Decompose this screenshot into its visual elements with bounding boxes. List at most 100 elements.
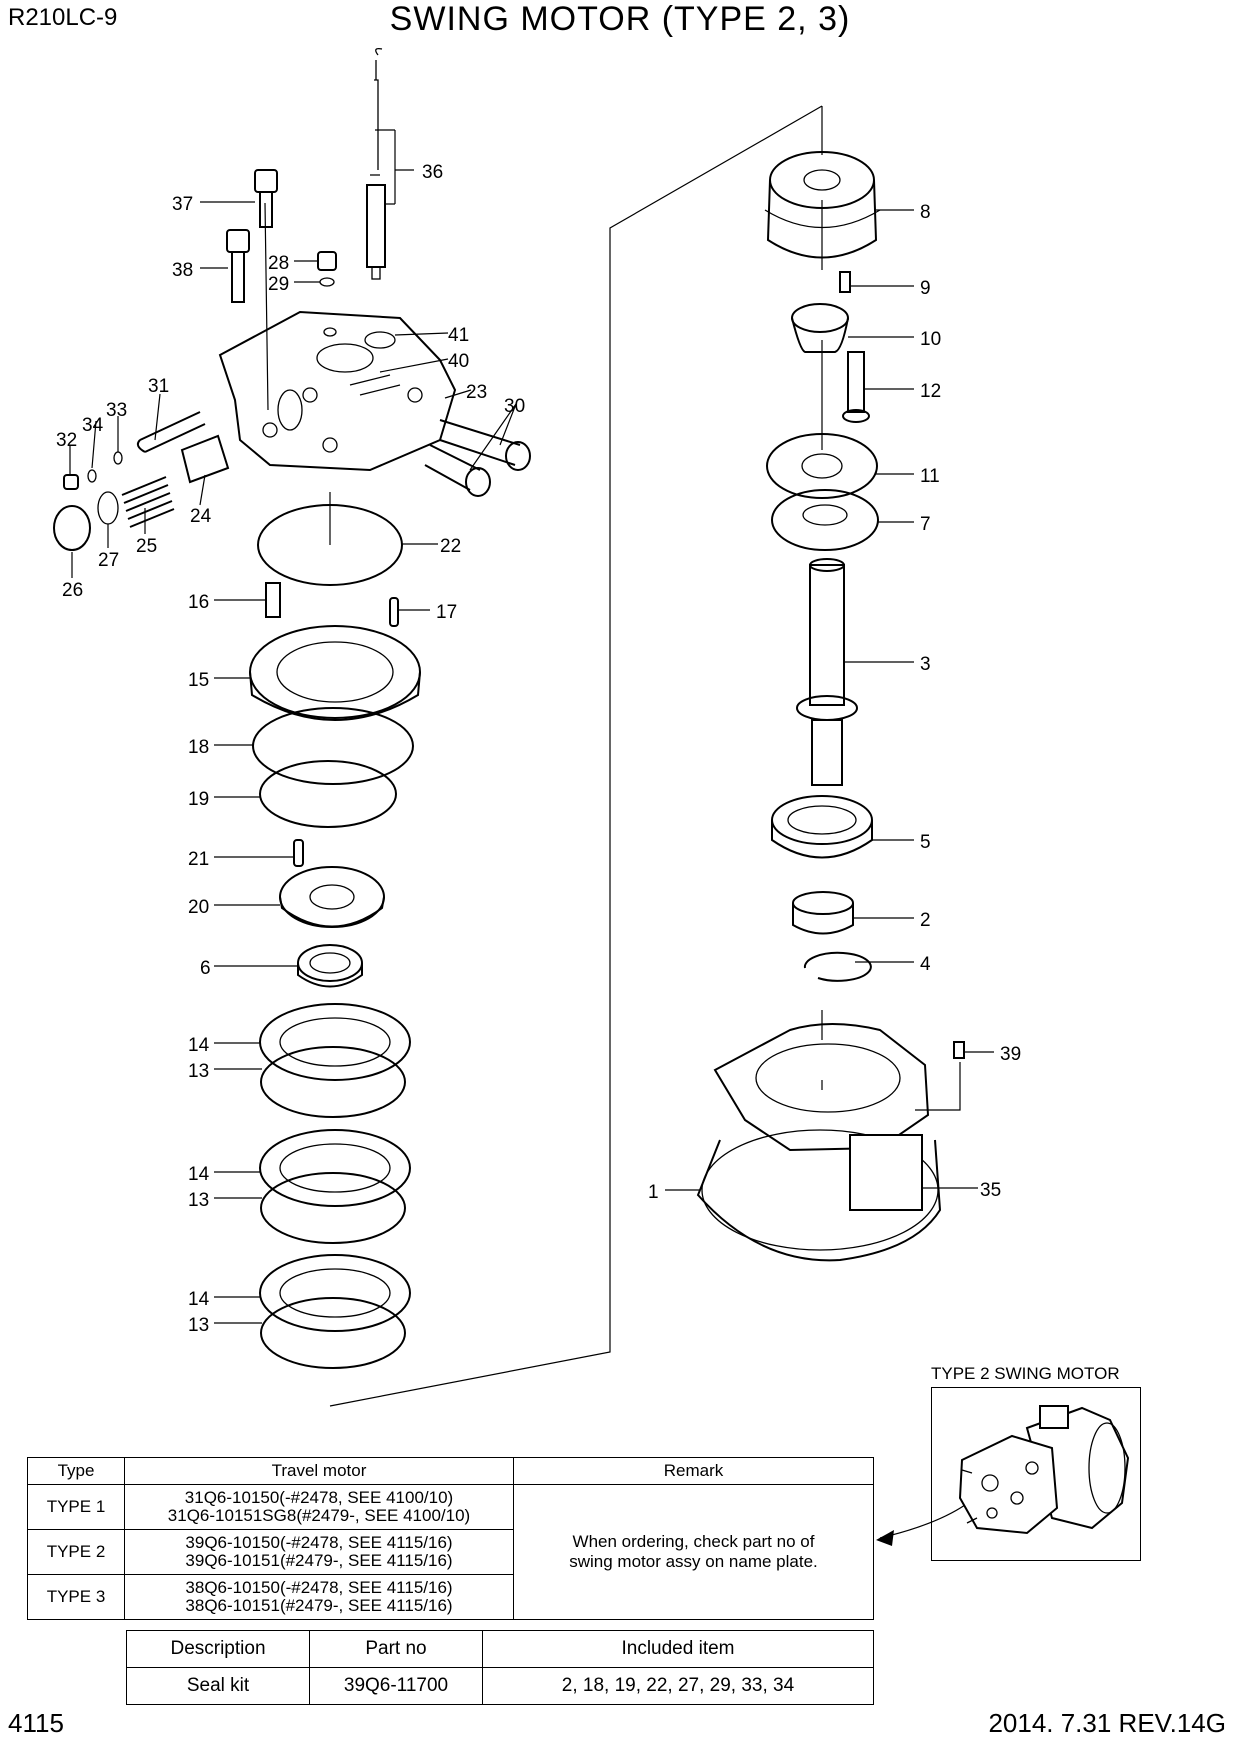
callout-11: 11 (920, 466, 940, 487)
callout-13-c: 13 (188, 1315, 209, 1336)
callout-29: 29 (268, 274, 289, 295)
callout-21: 21 (188, 849, 209, 870)
part-30-relief-valves (424, 419, 531, 497)
part-10-piston (791, 303, 849, 353)
callout-14-c: 14 (188, 1289, 210, 1310)
callout-17: 17 (436, 602, 457, 623)
callout-6: 6 (200, 958, 211, 979)
callout-13-a: 13 (188, 1061, 209, 1082)
motor-cell: 31Q6-10150(-#2478, SEE 4100/10) 31Q6-101… (124, 1484, 514, 1530)
callout-31: 31 (148, 376, 169, 397)
callout-27: 27 (98, 550, 119, 571)
part-26-plug (53, 505, 91, 551)
part-39-plug (953, 1041, 965, 1059)
callout-30: 30 (504, 396, 525, 417)
callout-22: 22 (440, 536, 461, 557)
part-23-valve-housing (218, 310, 457, 472)
part-15-brake-piston (249, 625, 421, 721)
part-16-spring (265, 582, 281, 618)
type-cell: TYPE 2 (27, 1529, 125, 1575)
part-31-spool (136, 411, 206, 453)
table-row: TYPE 2 39Q6-10150(-#2478, SEE 4115/16) 3… (27, 1529, 874, 1575)
type2-swing-motor-illustration (958, 1405, 1130, 1535)
part-24-sleeve (180, 434, 230, 484)
callout-20: 20 (188, 897, 209, 918)
part-3-shaft (796, 558, 858, 786)
inset-image-box (931, 1387, 1141, 1561)
callout-18: 18 (188, 737, 209, 758)
callout-28: 28 (268, 253, 289, 274)
types-header-remark: Remark (513, 1457, 874, 1485)
callout-5: 5 (920, 832, 931, 853)
callout-40: 40 (448, 351, 469, 372)
seal-description-cell: Seal kit (126, 1667, 310, 1705)
part-38-bolt (226, 229, 250, 303)
page-title: SWING MOTOR (TYPE 2, 3) (389, 0, 851, 38)
callout-9: 9 (920, 278, 931, 299)
part-34-oring (87, 469, 97, 483)
leader-lines (69, 106, 994, 1324)
part-29-oring (319, 277, 335, 287)
motor-line: 31Q6-10150(-#2478, SEE 4100/10) (184, 1488, 454, 1507)
callout-38: 38 (172, 260, 193, 281)
part-37-bolt (254, 169, 278, 228)
callout-33: 33 (106, 400, 127, 421)
callout-15: 15 (188, 670, 209, 691)
callout-12: 12 (920, 381, 941, 402)
seal-header-included-item: Included item (482, 1630, 874, 1668)
part-12-piston-shoe (842, 351, 870, 423)
part-25-spring (121, 476, 175, 528)
motor-cell: 38Q6-10150(-#2478, SEE 4115/16) 38Q6-101… (124, 1574, 514, 1620)
motor-line: 31Q6-10151SG8(#2479-, SEE 4100/10) (167, 1506, 471, 1525)
part-17-pin (389, 597, 399, 627)
remark-line: swing motor assy on name plate. (569, 1552, 818, 1571)
part-6-bearing (297, 944, 363, 988)
seal-included-cell: 2, 18, 19, 22, 27, 29, 33, 34 (482, 1667, 874, 1705)
callout-34: 34 (82, 415, 104, 436)
callout-8: 8 (920, 202, 931, 223)
types-header-travel-motor: Travel motor (124, 1457, 514, 1485)
callout-16: 16 (188, 592, 209, 613)
part-21-pin (293, 839, 304, 867)
motor-cell: 39Q6-10150(-#2478, SEE 4115/16) 39Q6-101… (124, 1529, 514, 1575)
part-27-oring (97, 491, 119, 525)
callout-3: 3 (920, 654, 931, 675)
part-7-swash-plate (771, 489, 879, 551)
part-2-collar (792, 891, 854, 935)
inset-pointer-arrow (876, 1504, 966, 1546)
part-18-oring (252, 707, 414, 785)
part-14-13-plate-stack-2 (259, 1129, 411, 1244)
part-9-spring (839, 271, 851, 293)
table-row: TYPE 1 31Q6-10150(-#2478, SEE 4100/10) 3… (27, 1484, 874, 1620)
part-33-oring (113, 451, 123, 465)
callout-26: 26 (62, 580, 83, 601)
callout-23: 23 (466, 382, 487, 403)
motor-line: 39Q6-10150(-#2478, SEE 4115/16) (185, 1533, 453, 1552)
revision-date: 2014. 7.31 REV.14G (988, 1708, 1226, 1738)
callout-35: 35 (980, 1180, 1001, 1201)
callout-39: 39 (1000, 1044, 1021, 1065)
callout-19: 19 (188, 789, 209, 810)
part-14-13-plate-stack-1 (259, 1003, 411, 1118)
callout-10: 10 (920, 329, 941, 350)
motor-line: 38Q6-10151(#2479-, SEE 4115/16) (185, 1596, 453, 1615)
part-14-13-plate-stack-3 (259, 1254, 411, 1369)
part-28-plug (317, 251, 337, 271)
part-36-pin (366, 47, 386, 280)
callout-7: 7 (920, 514, 931, 535)
callout-36: 36 (422, 162, 443, 183)
part-35-valve-block (849, 1134, 923, 1211)
table-row: Seal kit 39Q6-11700 2, 18, 19, 22, 27, 2… (126, 1667, 874, 1705)
callout-13-b: 13 (188, 1190, 209, 1211)
assembly-bracket-line (329, 105, 823, 1407)
part-5-bearing (771, 795, 873, 859)
table-row: TYPE 3 38Q6-10150(-#2478, SEE 4115/16) 3… (27, 1574, 874, 1620)
callout-24: 24 (190, 506, 212, 527)
seal-kit-table: Description Part no Included item Seal k… (126, 1630, 874, 1705)
callout-2: 2 (920, 910, 931, 931)
callout-37: 37 (172, 194, 193, 215)
remark-cell: When ordering, check part no of swing mo… (513, 1484, 874, 1620)
types-table: Type Travel motor Remark TYPE 1 31Q6-101… (27, 1457, 874, 1620)
callout-14-b: 14 (188, 1164, 210, 1185)
